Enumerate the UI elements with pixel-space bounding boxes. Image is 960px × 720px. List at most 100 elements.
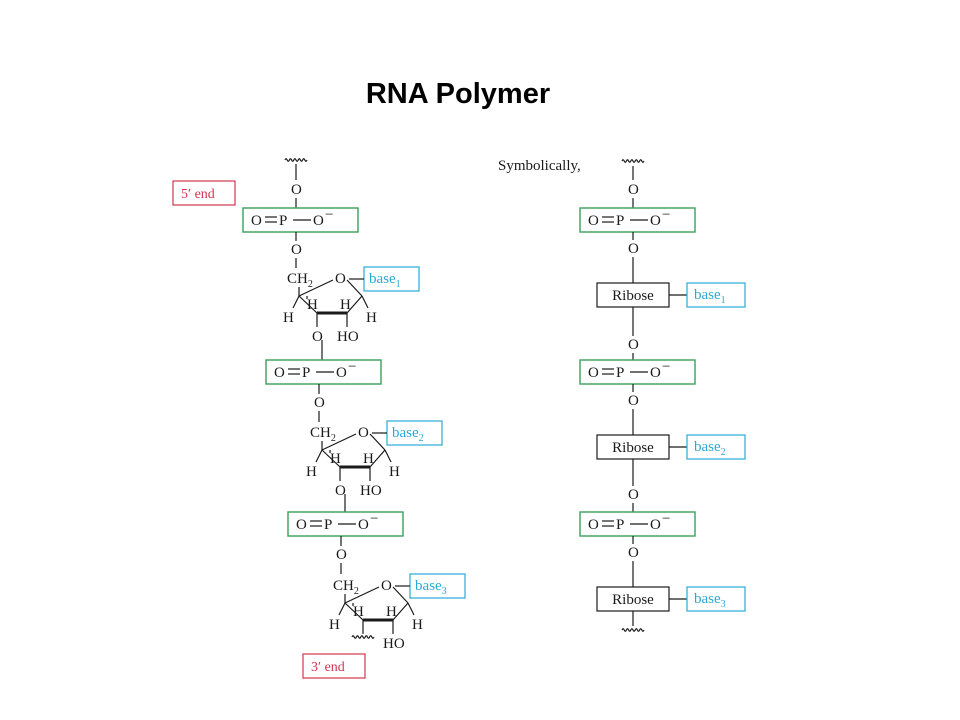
phosphate-oxygen-double: O [588, 213, 599, 229]
phosphate-oxygen-minus: O [313, 213, 324, 229]
phosphate-oxygen-minus: O [358, 517, 369, 533]
phosphorus: P [616, 213, 624, 229]
hydrogen-label: H [283, 310, 294, 326]
phosphate-oxygen-minus: O [650, 365, 661, 381]
phosphate-box-2 [265, 359, 382, 385]
phosphate-oxygen-minus: O [650, 517, 661, 533]
ring-bond [344, 602, 364, 621]
phosphate-oxygen-double: O [274, 365, 285, 381]
base-label-3: base3 [415, 578, 447, 597]
oxygen-label: O [628, 393, 639, 409]
ring-bond [321, 449, 341, 468]
base-label-2: base2 [392, 425, 424, 444]
h-bond [407, 602, 415, 616]
phosphorus: P [302, 365, 310, 381]
wavy-bond-top [284, 158, 308, 162]
ring-bond [392, 586, 409, 604]
ribose-label-1: Ribose [612, 288, 654, 304]
ring-bond [392, 602, 409, 621]
hydrogen-label: H [412, 617, 423, 633]
symbolically-label: Symbolically, [498, 158, 581, 174]
ring-oxygen: O [381, 578, 392, 594]
h-bond [315, 449, 323, 463]
ring-oxygen: O [335, 271, 346, 287]
negative-charge: − [662, 207, 670, 223]
phosphorus: P [616, 365, 624, 381]
hydrogen-label: H [307, 297, 318, 313]
phosphate-box-3 [287, 511, 404, 537]
oxygen-label: O [628, 487, 639, 503]
ch2-label: CH2 [333, 578, 359, 597]
h-bond [338, 602, 346, 616]
hydrogen-label: H [366, 310, 377, 326]
hydrogen-label: H [363, 451, 374, 467]
h-bond [384, 449, 392, 463]
symbolic-base-box-3 [686, 586, 746, 612]
symbolic-base-box-1 [686, 282, 746, 308]
negative-charge: − [370, 511, 378, 527]
phosphorus: P [616, 517, 624, 533]
symbolic-phosphate-box-1 [579, 207, 696, 233]
oxygen-label: O [628, 182, 639, 198]
ring-oxygen: O [358, 425, 369, 441]
wavy-bond-top-symbolic [621, 159, 645, 163]
oxygen-label: O [628, 337, 639, 353]
hydrogen-label: H [353, 604, 364, 620]
symbolic-phosphate-box-3 [579, 511, 696, 537]
phosphate-box-1 [242, 207, 359, 233]
symbolic-base-label-3: base3 [694, 591, 726, 610]
negative-charge: − [662, 359, 670, 375]
phosphate-oxygen-double: O [588, 365, 599, 381]
hydroxyl-label: HO [360, 483, 382, 499]
negative-charge: − [325, 207, 333, 223]
three-prime-end-box [302, 653, 366, 679]
hydrogen-label: H [306, 464, 317, 480]
ch2-label: CH2 [287, 271, 313, 290]
symbolic-base-label-2: base2 [694, 439, 726, 458]
ring-bond [369, 433, 386, 451]
symbolic-base-box-2 [686, 434, 746, 460]
hydrogen-label: H [329, 617, 340, 633]
ribose-label-2: Ribose [612, 440, 654, 456]
hydrogen-label: H [340, 297, 351, 313]
ring-bond [321, 433, 357, 451]
hydrogen-label: H [389, 464, 400, 480]
phosphorus: P [324, 517, 332, 533]
phosphate-oxygen-minus: O [650, 213, 661, 229]
oxygen-label: O [628, 545, 639, 561]
oxygen-label: O [314, 395, 325, 411]
negative-charge: − [348, 359, 356, 375]
3prime-oxygen: O [312, 329, 323, 345]
negative-charge: − [662, 511, 670, 527]
ring-bond [369, 449, 386, 468]
base-label-1: base1 [369, 271, 401, 290]
ring-bond [346, 279, 363, 297]
ribose-label-3: Ribose [612, 592, 654, 608]
ring-bond [344, 586, 380, 604]
ring-bond [298, 279, 334, 297]
page-title: RNA Polymer [365, 78, 551, 110]
wavy-bond-bottom-symbolic [621, 628, 645, 632]
ch2-label: CH2 [310, 425, 336, 444]
hydrogen-label: H [386, 604, 397, 620]
3prime-oxygen: O [335, 483, 346, 499]
h-bond [361, 295, 369, 309]
five-prime-end-label: 5′ end [181, 187, 215, 202]
hydroxyl-label: HO [337, 329, 359, 345]
phosphate-oxygen-double: O [251, 213, 262, 229]
h-bond [292, 295, 300, 309]
five-prime-end-box [172, 180, 236, 206]
three-prime-end-label: 3′ end [311, 660, 345, 675]
hydrogen-label: H [330, 451, 341, 467]
oxygen-label: O [628, 241, 639, 257]
hydroxyl-label: HO [383, 636, 405, 652]
phosphate-oxygen-minus: O [336, 365, 347, 381]
ring-bond [346, 295, 363, 314]
oxygen-label: O [336, 547, 347, 563]
phosphorus: P [279, 213, 287, 229]
oxygen-label: O [291, 182, 302, 198]
wavy-bond-3prime [351, 635, 375, 639]
symbolic-phosphate-box-2 [579, 359, 696, 385]
phosphate-oxygen-double: O [296, 517, 307, 533]
